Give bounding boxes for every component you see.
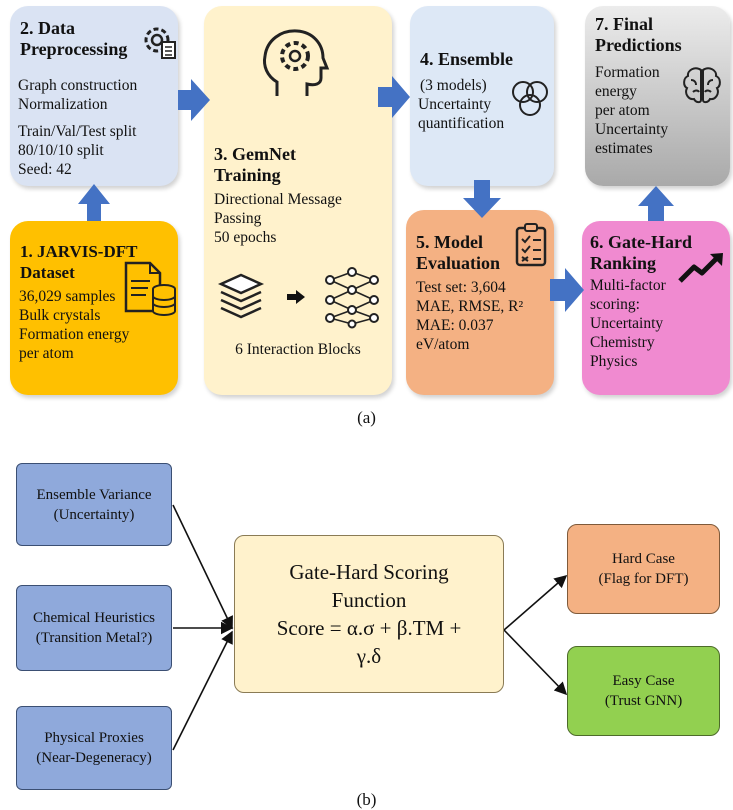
- input-chemical-heuristics: Chemical Heuristics (Transition Metal?): [16, 585, 172, 671]
- scoring-formula: γ.δ: [356, 644, 382, 668]
- step4-title: 4. Ensemble: [420, 49, 514, 69]
- step1-box: 1. JARVIS-DFT Dataset 36,029 samples Bul…: [10, 221, 178, 395]
- pipeline-arrows: [78, 76, 674, 312]
- hard-case-label: Hard Case: [612, 551, 675, 567]
- step3-title: Training: [214, 165, 281, 185]
- step6-line: Chemistry: [590, 334, 655, 351]
- step3-line: 50 epochs: [214, 229, 277, 246]
- ai-head-gear-icon: [263, 29, 330, 96]
- step7-line: Uncertainty: [595, 121, 669, 138]
- step6-title: Ranking: [590, 253, 657, 273]
- hard-case-box: Hard Case (Flag for DFT): [567, 524, 720, 614]
- input-label: Ensemble Variance: [36, 486, 152, 503]
- easy-case-box: Easy Case (Trust GNN): [567, 646, 720, 736]
- step4-box: 4. Ensemble (3 models) Uncertainty quant…: [410, 6, 554, 186]
- database-document-icon: [124, 261, 176, 316]
- brain-icon: [683, 67, 721, 104]
- input-label: Chemical Heuristics: [32, 610, 156, 626]
- arrow-step4-to-step5: [463, 180, 501, 218]
- step7-box: 7. Final Predictions Formation energy pe…: [585, 6, 730, 186]
- input-ensemble-variance: Ensemble Variance (Uncertainty): [16, 463, 172, 546]
- step7-line: energy: [595, 83, 637, 100]
- scoring-title: Function: [331, 588, 407, 612]
- input-physical-proxies: Physical Proxies (Near-Degeneracy): [16, 706, 172, 790]
- arrow-step2-to-step3: [178, 79, 210, 121]
- input-label: (Transition Metal?): [35, 630, 153, 646]
- input-label: (Near-Degeneracy): [36, 750, 152, 766]
- step6-line: Physics: [590, 353, 638, 370]
- arrow-step1-to-step2: [78, 184, 110, 221]
- step1-line: 36,029 samples: [19, 288, 116, 305]
- step5-line: eV/atom: [416, 336, 470, 353]
- step5-box: 5. Model Evaluation Test set: 3,604 MAE,…: [406, 210, 554, 395]
- step3-footer: 6 Interaction Blocks: [235, 341, 361, 358]
- step5-title: Evaluation: [416, 253, 501, 273]
- step2-line: Seed: 42: [18, 161, 72, 178]
- gate-hard-scoring-function: Gate-Hard Scoring Function Score = α.σ +…: [234, 535, 504, 693]
- caption-a: (a): [357, 408, 376, 427]
- arrow-step3-to-step4: [378, 76, 410, 118]
- step6-line: Multi-factor: [590, 277, 666, 294]
- neural-network-icon: [325, 267, 379, 329]
- trend-up-icon: [678, 253, 723, 283]
- step1-line: Bulk crystals: [19, 307, 101, 324]
- caption-b: (b): [356, 790, 377, 809]
- scoring-formula: Score = α.σ + β.TM +: [276, 616, 462, 640]
- step1-line: per atom: [19, 345, 74, 362]
- step5-line: MAE, RMSE, R²: [416, 298, 524, 315]
- arrow-step5-to-step6: [550, 268, 584, 312]
- step2-line: 80/10/10 split: [18, 142, 104, 159]
- step2-line: Graph construction: [18, 77, 138, 94]
- layers-icon: [217, 273, 265, 319]
- step2-line: Train/Val/Test split: [18, 123, 137, 140]
- input-label: (Uncertainty): [53, 506, 135, 523]
- step6-line: scoring:: [590, 296, 640, 313]
- step6-box: 6. Gate-Hard Ranking Multi-factor scorin…: [582, 221, 730, 395]
- step5-line: MAE: 0.037: [416, 317, 494, 334]
- edge-proxies-to-scoring: [172, 630, 233, 751]
- step4-line: Uncertainty: [418, 96, 492, 113]
- edge-variance-to-scoring: [172, 504, 233, 630]
- easy-case-label: Easy Case: [612, 673, 675, 689]
- step7-title: 7. Final: [595, 14, 654, 34]
- step7-line: Formation: [595, 64, 660, 81]
- step7-line: per atom: [595, 102, 650, 119]
- step2-title: Preprocessing: [20, 39, 128, 59]
- step4-line: quantification: [418, 115, 505, 132]
- step4-line: (3 models): [420, 77, 487, 94]
- input-label: Physical Proxies: [44, 730, 144, 746]
- step7-title: Predictions: [595, 35, 682, 55]
- scoring-title: Gate-Hard Scoring: [289, 560, 449, 584]
- step6-title: 6. Gate-Hard: [590, 232, 692, 252]
- venn-circles-icon: [512, 81, 548, 116]
- step2-title: 2. Data: [20, 18, 75, 38]
- step7-line: estimates: [595, 140, 653, 157]
- step2-line: Normalization: [18, 96, 108, 113]
- step6-line: Uncertainty: [590, 315, 664, 332]
- easy-case-label: (Trust GNN): [604, 693, 683, 709]
- arrow-right-icon: [287, 290, 305, 304]
- step3-line: Passing: [214, 210, 262, 227]
- step5-line: Test set: 3,604: [416, 279, 506, 296]
- step1-title: 1. JARVIS-DFT: [20, 242, 138, 261]
- step2-box: 2. Data Preprocessing Graph construction…: [10, 6, 178, 186]
- edge-scoring-to-hard: [503, 574, 568, 631]
- step5-title: 5. Model: [416, 232, 483, 252]
- gear-document-icon: [144, 27, 176, 59]
- step3-line: Directional Message: [214, 191, 342, 208]
- step3-title: 3. GemNet: [214, 144, 296, 164]
- step1-line: Formation energy: [19, 326, 130, 343]
- edge-scoring-to-easy: [503, 629, 568, 696]
- checklist-icon: [515, 223, 547, 267]
- step1-title: Dataset: [20, 263, 75, 282]
- arrow-step6-to-step7: [638, 186, 674, 221]
- hard-case-label: (Flag for DFT): [598, 571, 689, 587]
- step3-box: 3. GemNet Training Directional Message P…: [204, 6, 392, 395]
